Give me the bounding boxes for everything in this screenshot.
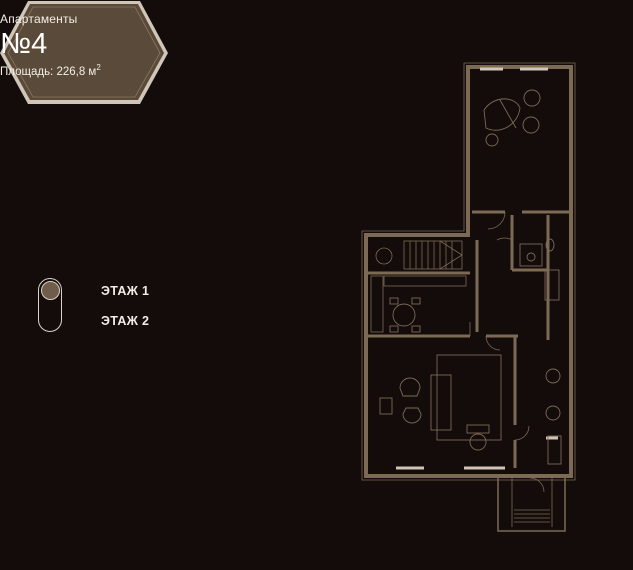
floor-toggle-switch[interactable] [38,278,62,332]
interior-walls [368,210,569,468]
floor-toggle-knob[interactable] [41,281,60,300]
apartment-badge: Апартаменты №4 Площадь: 226,8 м2 [0,0,170,106]
outer-walls-outline [361,62,576,481]
floor-option-2[interactable]: ЭТАЖ 2 [101,314,150,328]
floor-plan-drawing [361,62,576,532]
apartment-caption: Апартаменты [0,12,78,26]
door-swings [469,211,530,441]
outer-walls [364,65,573,478]
entrance-porch [497,477,566,532]
dining-set [389,297,421,333]
apartment-area-unit-sup: 2 [96,63,101,72]
apartment-number: №4 [0,28,48,60]
staircase [403,240,463,270]
kitchen-counters [370,247,467,333]
top-room-furniture [483,89,541,147]
apartment-area-text: Площадь: 226,8 м [0,65,97,78]
windows [396,67,558,470]
living-room-furniture [379,354,502,451]
bathroom-fixtures [519,238,560,301]
badge-hexagon-shape [0,1,168,104]
hallway-items [545,368,562,465]
apartment-area: Площадь: 226,8 м2 [0,63,170,78]
floor-option-1[interactable]: ЭТАЖ 1 [101,284,150,298]
